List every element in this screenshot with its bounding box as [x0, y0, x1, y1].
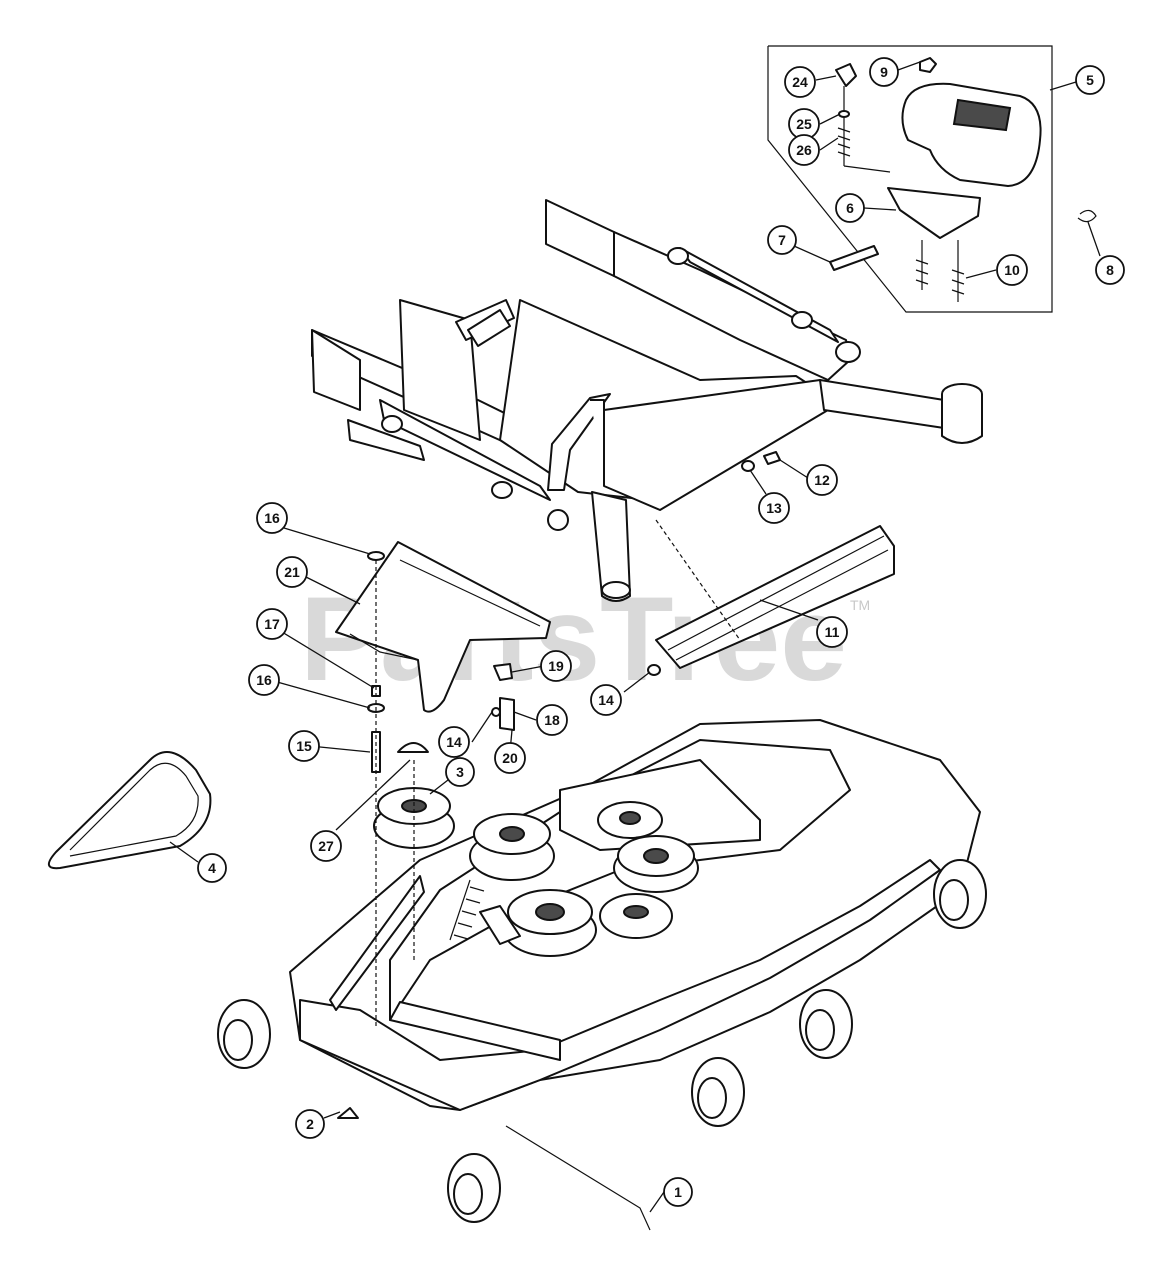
baffle-strips	[655, 525, 895, 669]
callout-26: 26	[788, 134, 820, 166]
callout-11-label: 11	[825, 624, 840, 640]
callout-14b: 14	[438, 726, 470, 758]
callout-15: 15	[288, 730, 320, 762]
callout-13: 13	[758, 492, 790, 524]
callout-12-label: 12	[814, 472, 830, 488]
pulleys	[373, 787, 699, 957]
wheel-front-mid	[691, 1057, 745, 1127]
pulley-right-low	[599, 893, 673, 939]
callout-4-label: 4	[208, 860, 216, 876]
callout-14a-label: 14	[598, 692, 614, 708]
drive-belt	[48, 751, 212, 870]
callout-19-label: 19	[548, 658, 564, 674]
callout-3-label: 3	[456, 764, 464, 780]
callout-17: 17	[256, 608, 288, 640]
callout-24: 24	[784, 66, 816, 98]
callout-7-label: 7	[778, 232, 786, 248]
watermark-trademark: TM	[850, 597, 870, 613]
callout-7: 7	[767, 225, 797, 255]
callout-3: 3	[445, 757, 475, 787]
callout-19: 19	[540, 650, 572, 682]
callout-14b-label: 14	[446, 734, 462, 750]
callout-16a-label: 16	[264, 510, 280, 526]
leader-lines	[169, 61, 1101, 1213]
callout-2: 2	[295, 1109, 325, 1139]
callout-24-label: 24	[792, 74, 808, 90]
wheel-left	[217, 999, 271, 1069]
callout-10-label: 10	[1004, 262, 1020, 278]
callout-5-label: 5	[1086, 72, 1094, 88]
deck-wheels	[217, 859, 987, 1223]
wheel-right	[933, 859, 987, 929]
callout-16a: 16	[256, 502, 288, 534]
callout-13-label: 13	[766, 500, 782, 516]
inset-detail-box	[767, 45, 1097, 313]
callout-4: 4	[197, 853, 227, 883]
callout-18: 18	[536, 704, 568, 736]
callout-6: 6	[835, 193, 865, 223]
callout-16b: 16	[248, 664, 280, 696]
callout-9: 9	[869, 57, 899, 87]
callout-17-label: 17	[264, 616, 280, 632]
callout-8: 8	[1095, 255, 1125, 285]
callout-27: 27	[310, 830, 342, 862]
callout-21: 21	[276, 556, 308, 588]
callout-26-label: 26	[796, 142, 812, 158]
callout-9-label: 9	[880, 64, 888, 80]
idler-spring	[449, 879, 521, 945]
callout-1-label: 1	[674, 1184, 682, 1200]
callout-27-label: 27	[318, 838, 334, 854]
callouts: 1 2 3 4 5 6 7 8 9 10 11 12 13 14 14 15 1…	[197, 57, 1125, 1207]
pulley-right-top	[597, 801, 663, 839]
wheel-front-right	[799, 989, 853, 1059]
callout-1: 1	[663, 1177, 693, 1207]
callout-8-label: 8	[1106, 262, 1114, 278]
callout-14a: 14	[590, 684, 622, 716]
pulley-center	[469, 813, 555, 881]
hardware	[337, 451, 781, 1231]
callout-12: 12	[806, 464, 838, 496]
lift-frame-assembly	[311, 199, 983, 602]
callout-25-label: 25	[796, 116, 812, 132]
wheel-front-left	[447, 1153, 501, 1223]
pulley-right-mid	[613, 835, 699, 893]
callout-10: 10	[996, 254, 1028, 286]
belt-shield	[335, 541, 551, 713]
callout-16b-label: 16	[256, 672, 272, 688]
callout-5: 5	[1075, 65, 1105, 95]
callout-6-label: 6	[846, 200, 854, 216]
callout-20: 20	[494, 742, 526, 774]
callout-21-label: 21	[284, 564, 300, 580]
callout-11: 11	[816, 616, 848, 648]
callout-18-label: 18	[544, 712, 560, 728]
callout-15-label: 15	[296, 738, 312, 754]
callout-20-label: 20	[502, 750, 518, 766]
pulley-lower	[503, 889, 597, 957]
callout-2-label: 2	[306, 1116, 314, 1132]
callout-25: 25	[788, 108, 820, 140]
